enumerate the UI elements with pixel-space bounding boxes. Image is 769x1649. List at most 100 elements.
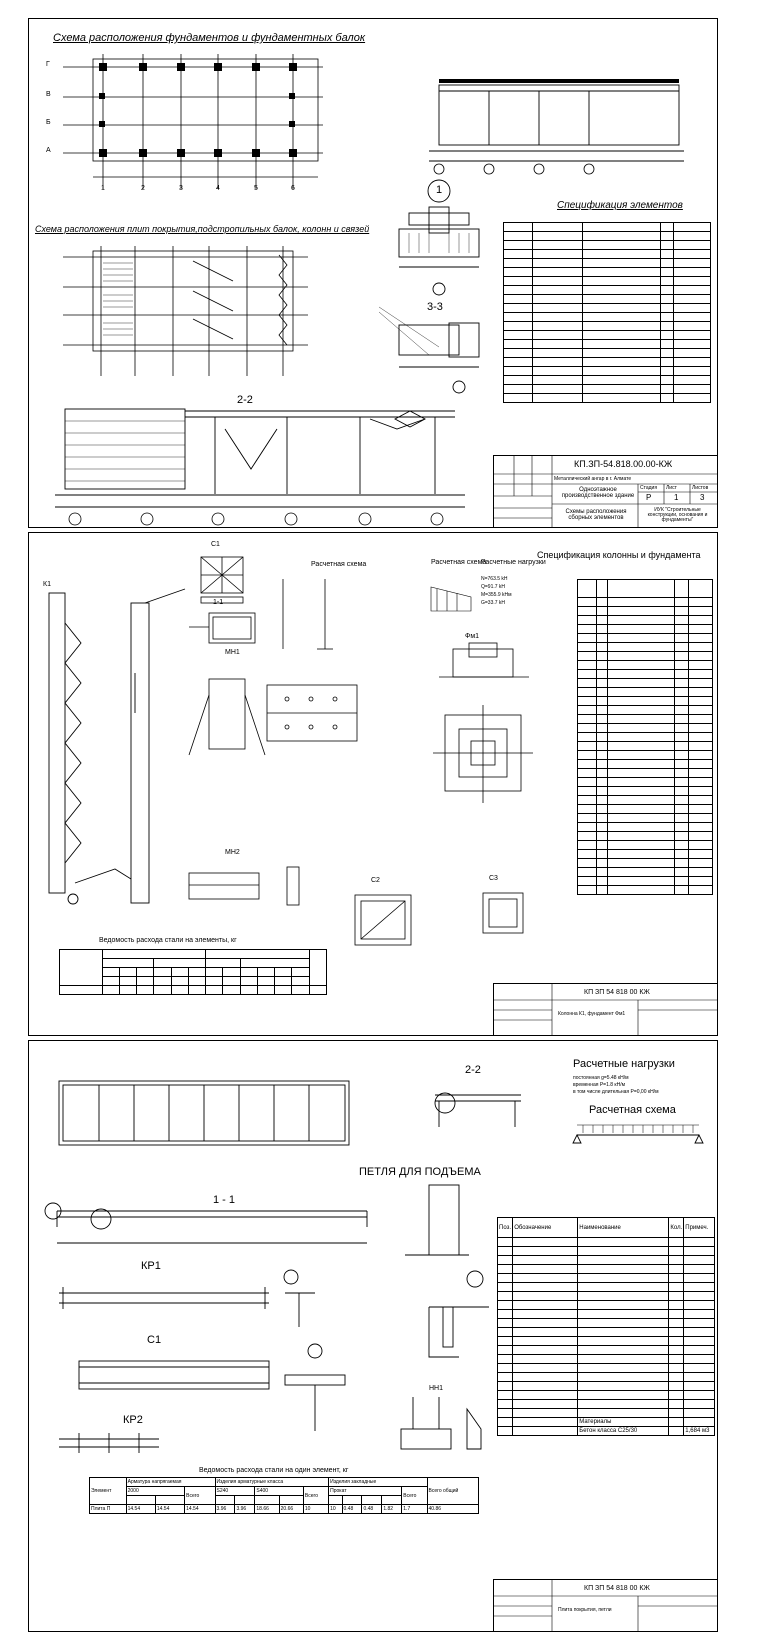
spec3-concrete-vol: 1,684 м3 xyxy=(683,1426,715,1436)
section-11-s3: 1 - 1 xyxy=(213,1194,236,1206)
spec3-h-qty: Кол. xyxy=(668,1217,685,1238)
calc-scheme-beam-drawing xyxy=(572,1124,704,1144)
section-22-s3: 2-2 xyxy=(465,1064,481,1076)
tb1-code: КП.ЗП-54.818.00.00-КЖ xyxy=(574,459,673,469)
node-2-drawing xyxy=(283,1269,315,1327)
section-33-label: 3-3 xyxy=(427,301,443,313)
node-1-drawing xyxy=(428,1270,489,1358)
calc-loads-lines: постоянная g=5.48 кН/м временная P=1.8 к… xyxy=(573,1075,659,1095)
axis-bubble-v: В xyxy=(46,91,51,98)
c1-detail-drawing xyxy=(200,556,244,604)
title-block-2: КП ЗП 54 818 00 КЖ Колонна К1, фундамент… xyxy=(493,983,718,1036)
frame-plan-title: Схема расположения плит покрытия,подстро… xyxy=(35,224,370,234)
load-diagram-drawing xyxy=(430,586,472,612)
c2-drawing xyxy=(354,894,412,946)
spec3-concrete: Бетон класса С25/30 xyxy=(577,1426,670,1436)
steel-table-3: Элемент Арматура напрягаемая Изделия арм… xyxy=(89,1477,479,1514)
sheet-2: К1 С1 1-1 МН1 МН2 С2 С3 Фм1 Расчетная сх… xyxy=(28,532,718,1036)
tb1-stage-label: Стадия xyxy=(640,485,658,491)
spec-title: Спецификация элементов xyxy=(557,200,683,211)
c1-label: С1 xyxy=(211,541,220,548)
tb1-sheets-label: Листов xyxy=(692,485,709,491)
section-11-s3-drawing xyxy=(44,1202,368,1244)
column-k1-drawing xyxy=(48,588,186,905)
fm1-drawing xyxy=(433,642,533,803)
calc-scheme-label: Расчетная схема xyxy=(311,561,367,568)
title-block-1: КП.ЗП-54.818.00.00-КЖ Металлический анга… xyxy=(493,455,718,528)
mn1-drawing xyxy=(188,678,358,756)
tb1-subtitle: Металлический ангар в г. Алмате xyxy=(554,476,632,482)
spec3-materials: Материалы xyxy=(577,1417,670,1427)
section-11-drawing xyxy=(189,612,256,644)
spec3-h-designation: Обозначение xyxy=(512,1217,579,1238)
kp2-drawing xyxy=(59,1433,159,1453)
tb1-sheet-label: Лист xyxy=(666,485,677,491)
node-detail-drawing xyxy=(378,179,480,394)
kp2-label: КР2 xyxy=(123,1414,143,1426)
sheet-3: 2-2 1 - 1 ПЕТЛЯ ДЛЯ ПОДЪЕМА Расчетные на… xyxy=(28,1040,718,1632)
steel-table-2 xyxy=(59,949,328,995)
col-axis-2: 2 xyxy=(141,185,145,192)
kp1-label: КР1 xyxy=(141,1260,161,1272)
axis-bubble-a: А xyxy=(46,147,51,154)
spec-table-2 xyxy=(577,579,714,895)
nh1-drawing xyxy=(400,1397,482,1450)
calc-loads-label: Расчетные нагрузки xyxy=(481,559,546,566)
c1-s3-drawing xyxy=(78,1360,270,1390)
lifting-loop-drawing xyxy=(405,1184,469,1256)
foundation-plan-drawing xyxy=(63,54,323,189)
fm1-label: Фм1 xyxy=(465,633,480,640)
calc-scheme-title: Расчетная схема xyxy=(589,1104,676,1116)
kp1-drawing xyxy=(59,1287,269,1309)
section-22-label: 2-2 xyxy=(237,394,253,406)
tb1-stage: Р xyxy=(646,493,652,502)
col-axis-1: 1 xyxy=(101,185,105,192)
col-axis-4: 4 xyxy=(216,185,220,192)
k1-label: К1 xyxy=(43,581,51,588)
axis-bubble-b: Б xyxy=(46,119,51,126)
calc-scheme-2-drawing xyxy=(282,579,333,650)
c2-label: С2 xyxy=(371,877,380,884)
mn2-label: МН2 xyxy=(225,849,240,856)
callout-1: 1 xyxy=(436,184,443,196)
c3-drawing xyxy=(482,892,524,934)
spec-table-1 xyxy=(503,222,712,403)
node-3-drawing xyxy=(284,1343,346,1431)
tb3-name: Плита покрытия, петли xyxy=(558,1607,612,1613)
section-22-drawing xyxy=(55,408,465,526)
c1-s3-label: С1 xyxy=(147,1334,162,1346)
tb1-building: Одноэтажное производственное здание xyxy=(561,487,635,499)
tb1-sheet: 1 xyxy=(674,493,679,502)
col-axis-3: 3 xyxy=(179,185,183,192)
col-axis-5: 5 xyxy=(254,185,258,192)
tb1-drawing-name: Схемы расположения сборных элементов xyxy=(565,509,627,521)
steel-table-title: Ведомость расхода стали на элементы, кг xyxy=(99,937,237,944)
steel-title-s3: Ведомость расхода стали на один элемент,… xyxy=(199,1467,349,1474)
mn1-label: МН1 xyxy=(225,649,240,656)
col-axis-6: 6 xyxy=(291,185,295,192)
tb1-sheets: 3 xyxy=(700,493,705,502)
spec2-title: Спецификация колонны и фундамента xyxy=(537,550,701,560)
spec-table-3: Поз. Обозначение Наименование Кол. Приме… xyxy=(496,1217,715,1436)
tb2-name: Колонна К1, фундамент Фм1 xyxy=(558,1011,626,1017)
section-22-s3-drawing xyxy=(434,1092,521,1127)
tb3-code: КП ЗП 54 818 00 КЖ xyxy=(584,1585,650,1592)
nh1-label: НН1 xyxy=(429,1385,444,1392)
title-block-3: КП ЗП 54 818 00 КЖ Плита покрытия, петли xyxy=(493,1579,718,1632)
frame-plan-drawing xyxy=(63,246,308,376)
axis-bubble-g: Г xyxy=(46,61,50,68)
elevation-drawing xyxy=(429,79,684,175)
spec3-h-name: Наименование xyxy=(577,1217,670,1238)
spec3-h-note: Примеч. xyxy=(683,1217,715,1238)
tb2-code: КП ЗП 54 818 00 КЖ xyxy=(584,989,650,996)
c3-label: С3 xyxy=(489,875,498,882)
section-11-label: 1-1 xyxy=(213,599,224,606)
tb1-org: ИУК "Строительные конструкции, основания… xyxy=(647,507,708,523)
foundation-plan-title: Схема расположения фундаментов и фундаме… xyxy=(53,32,366,44)
calc-loads-title: Расчетные нагрузки xyxy=(573,1058,675,1070)
sheet-1: Схема расположения фундаментов и фундаме… xyxy=(28,18,718,528)
spec3-h-pos: Поз. xyxy=(496,1217,514,1238)
mn2-drawing xyxy=(188,866,300,906)
